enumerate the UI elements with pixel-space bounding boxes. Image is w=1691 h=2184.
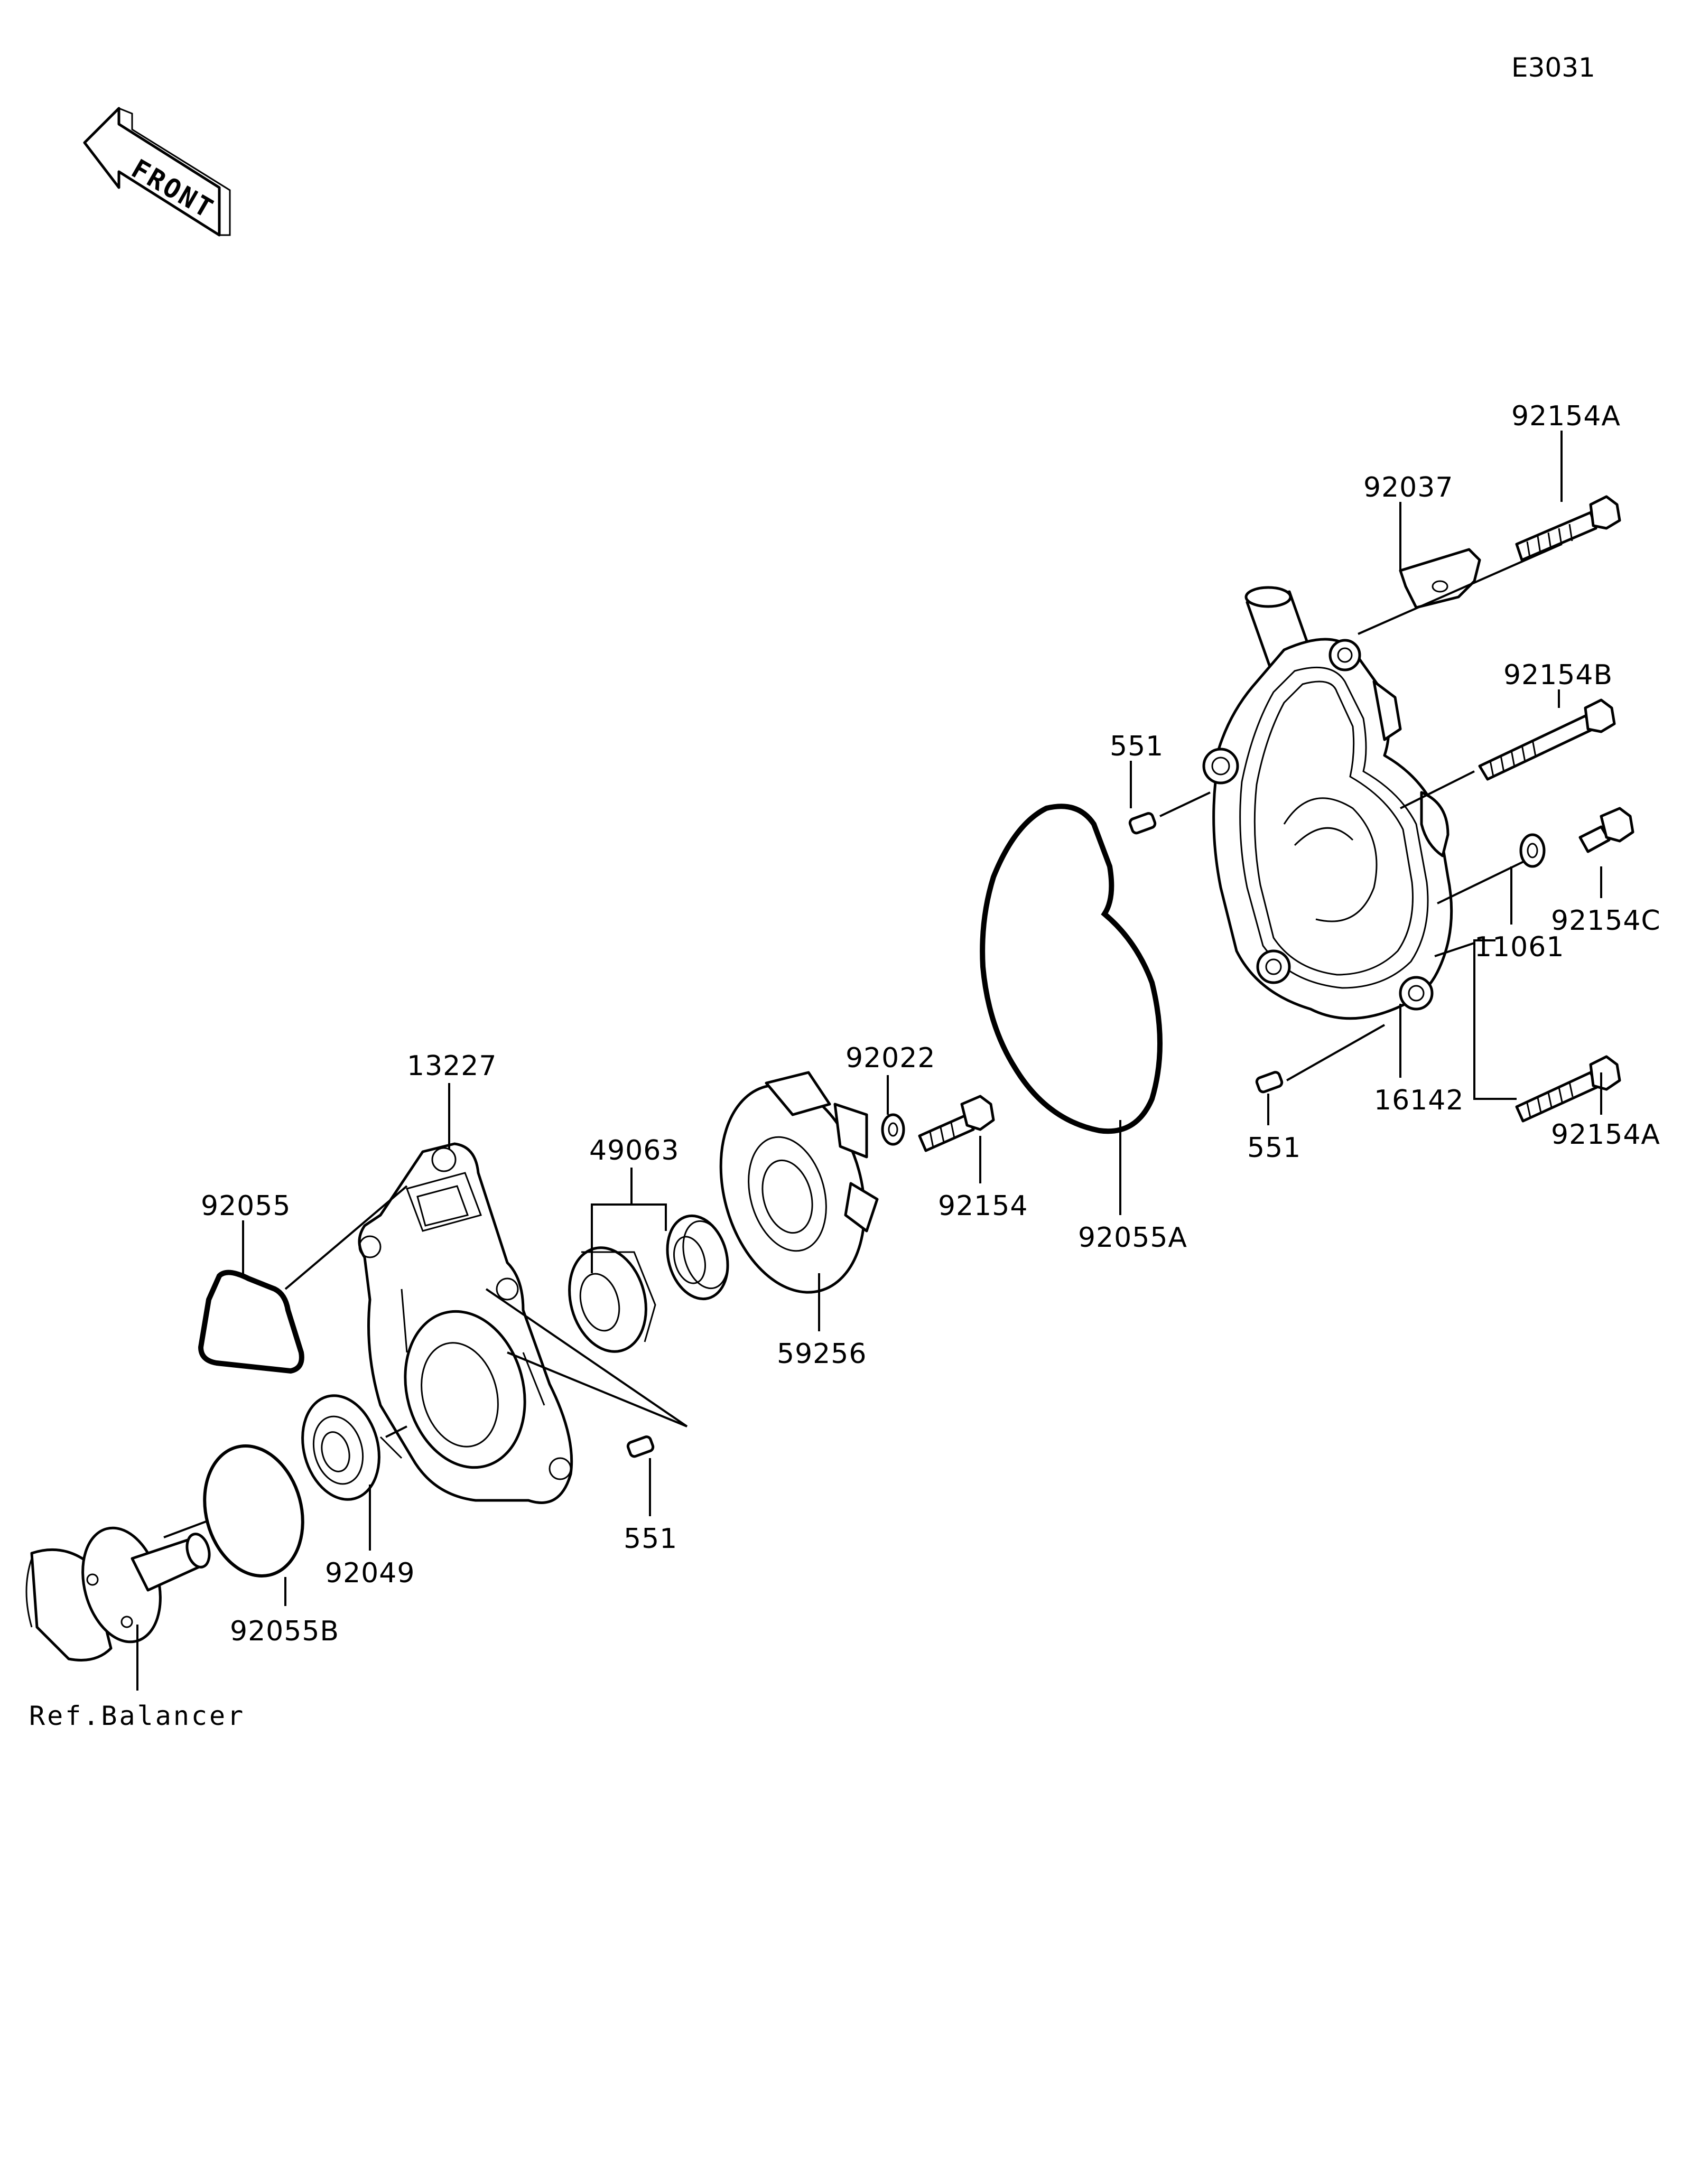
bolt-92154	[918, 1095, 995, 1152]
label-551-mid: 551	[1247, 1132, 1301, 1164]
oil-seal-92049	[301, 1394, 380, 1501]
label-92154: 92154	[938, 1190, 1028, 1222]
bolt-92154A-bottom	[1515, 1055, 1621, 1123]
dowel-pin-551-top	[1128, 812, 1157, 835]
water-pump-cover-16142	[1202, 586, 1453, 1020]
label-92154A-bottom: 92154A	[1551, 1119, 1660, 1151]
label-49063: 49063	[589, 1135, 679, 1166]
o-ring-92055B	[203, 1444, 304, 1578]
label-59256: 59256	[777, 1338, 867, 1370]
label-92154B: 92154B	[1503, 659, 1613, 691]
dowel-pin-551-bottom	[626, 1435, 655, 1458]
mechanical-seal-49063	[568, 1214, 729, 1353]
label-92055B: 92055B	[230, 1616, 339, 1647]
balancer-shaft	[25, 1526, 211, 1662]
label-11061: 11061	[1474, 931, 1564, 963]
label-16142: 16142	[1374, 1085, 1464, 1116]
washer-11061	[1519, 833, 1546, 868]
bolt-92154A-top	[1515, 495, 1621, 562]
bolt-92154B	[1478, 698, 1616, 781]
label-92154C: 92154C	[1551, 905, 1661, 937]
label-92154A-top: 92154A	[1511, 400, 1621, 432]
bracket-92037	[1399, 548, 1481, 609]
diagram-code: E3031	[1511, 52, 1595, 83]
washer-92022	[881, 1113, 905, 1146]
bolt-92154C	[1578, 807, 1634, 853]
label-92049: 92049	[325, 1557, 415, 1589]
dowel-pin-551-mid	[1255, 1071, 1284, 1094]
label-13227: 13227	[407, 1050, 497, 1082]
front-arrow-icon: FRONT	[83, 107, 231, 237]
gasket-92055A	[980, 804, 1163, 1134]
label-92055A: 92055A	[1078, 1222, 1187, 1254]
ref-balancer-label: Ref.Balancer	[29, 1701, 245, 1731]
pump-body-13227	[358, 1142, 573, 1504]
impeller-59256	[719, 1071, 879, 1294]
leader-lines	[136, 431, 1602, 1691]
gasket-92055	[198, 1270, 304, 1374]
label-92037: 92037	[1363, 472, 1453, 503]
label-92022: 92022	[846, 1042, 935, 1074]
label-92055: 92055	[201, 1190, 291, 1222]
label-551-bottom: 551	[624, 1523, 677, 1555]
label-551-top: 551	[1110, 731, 1164, 762]
